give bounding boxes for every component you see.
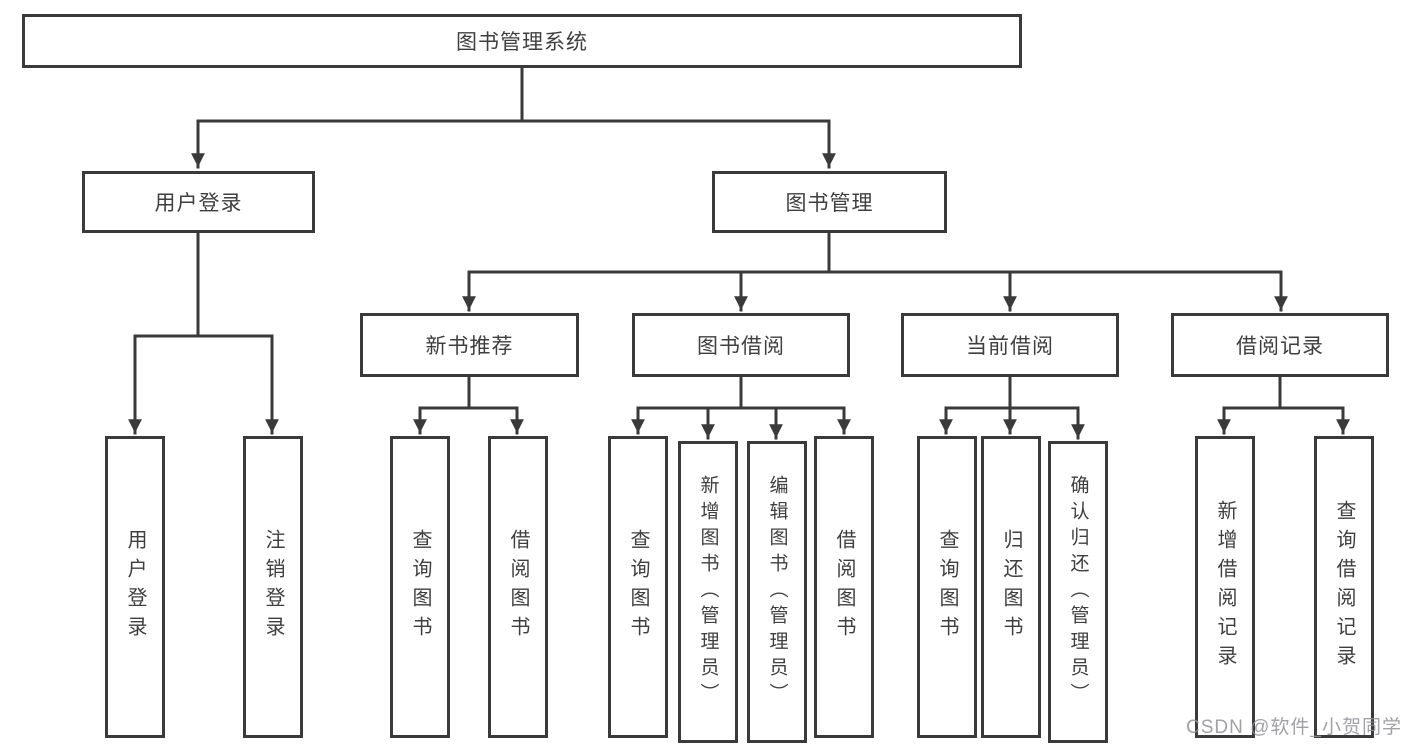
node-book-borrowing: 图书借阅 bbox=[632, 313, 850, 377]
leaf-user-login: 用户登录 bbox=[105, 436, 165, 738]
node-label: 图书借阅 bbox=[697, 335, 785, 358]
node-label: 用户登录 bbox=[124, 529, 146, 645]
node-current-borrowing: 当前借阅 bbox=[901, 313, 1119, 377]
node-label: 借阅图书 bbox=[833, 529, 855, 645]
csdn-watermark: CSDN @软件_小贺同学 bbox=[1186, 717, 1402, 738]
node-label: 当前借阅 bbox=[966, 335, 1054, 358]
node-label: 借阅图书 bbox=[507, 529, 529, 645]
leaf-return-books: 归还图书 bbox=[981, 436, 1041, 738]
node-label: 归还图书 bbox=[1000, 529, 1022, 645]
leaf-logout: 注销登录 bbox=[243, 436, 303, 738]
node-label: 注销登录 bbox=[262, 529, 284, 645]
leaf-query-books-borrowing: 查询图书 bbox=[608, 436, 668, 738]
leaf-borrow-books-borrowing: 借阅图书 bbox=[814, 436, 874, 738]
node-book-management: 图书管理 bbox=[712, 171, 947, 233]
node-label: 查询图书 bbox=[627, 529, 649, 645]
node-user-login: 用户登录 bbox=[82, 171, 315, 233]
node-label: 查询图书 bbox=[409, 529, 431, 645]
node-label: 用户登录 bbox=[154, 192, 243, 215]
node-label: 新书推荐 bbox=[425, 335, 514, 358]
node-label: 图书管理系统 bbox=[456, 31, 588, 54]
node-label: 查询图书 bbox=[936, 529, 958, 645]
leaf-add-books-admin: 新增图书（管理员） bbox=[678, 441, 738, 743]
leaf-add-borrow-record: 新增借阅记录 bbox=[1195, 436, 1255, 738]
node-borrowing-records: 借阅记录 bbox=[1171, 313, 1389, 377]
node-label: 确认归还（管理员） bbox=[1067, 475, 1089, 709]
node-label: 查询借阅记录 bbox=[1333, 500, 1355, 674]
node-label: 借阅记录 bbox=[1236, 335, 1324, 358]
node-library-management-system: 图书管理系统 bbox=[22, 14, 1022, 68]
node-label: 图书管理 bbox=[785, 192, 874, 215]
leaf-query-books-current: 查询图书 bbox=[917, 436, 977, 738]
node-label: 新增图书（管理员） bbox=[697, 475, 719, 709]
node-new-book-recommend: 新书推荐 bbox=[360, 313, 579, 377]
leaf-borrow-books-recommend: 借阅图书 bbox=[488, 436, 548, 738]
leaf-confirm-return-admin: 确认归还（管理员） bbox=[1048, 441, 1108, 743]
node-label: 编辑图书（管理员） bbox=[766, 475, 788, 709]
leaf-query-borrow-record: 查询借阅记录 bbox=[1314, 436, 1374, 738]
leaf-query-books-recommend: 查询图书 bbox=[390, 436, 450, 738]
node-label: 新增借阅记录 bbox=[1214, 500, 1236, 674]
leaf-edit-books-admin: 编辑图书（管理员） bbox=[747, 441, 807, 743]
